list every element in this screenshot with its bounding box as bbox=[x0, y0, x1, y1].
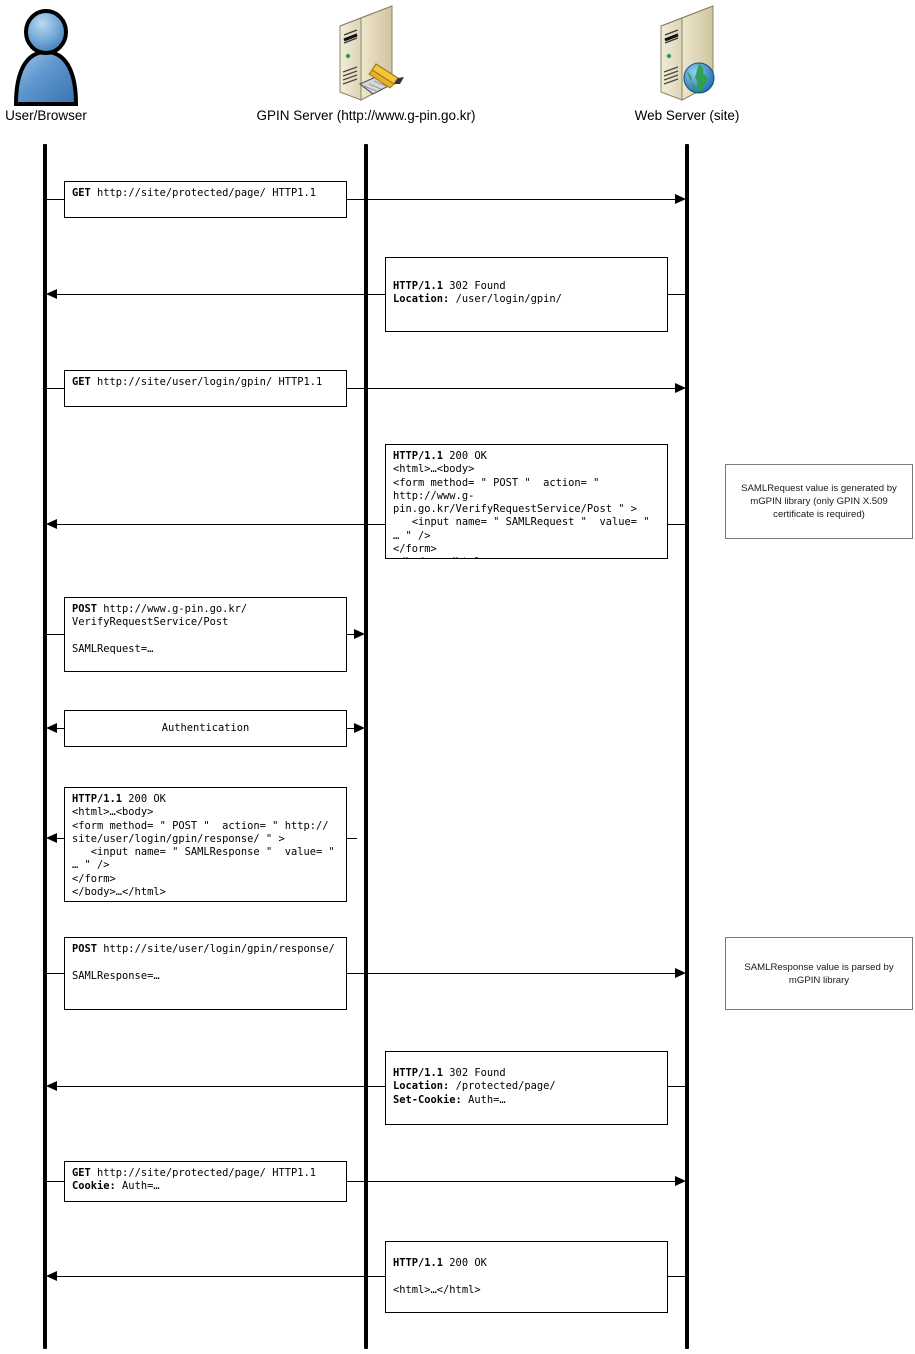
arrowhead-m5 bbox=[354, 629, 365, 639]
connector-m1 bbox=[45, 199, 676, 200]
message-text: HTTP/1.1 302 Found Location: /user/login… bbox=[393, 280, 562, 306]
server-pen-icon-svg bbox=[339, 5, 404, 101]
arrowhead-m7 bbox=[46, 833, 57, 843]
arrowhead-m11 bbox=[46, 1271, 57, 1281]
lifeline-user bbox=[43, 144, 47, 1349]
message-box-get-protected-page[interactable]: GET http://site/protected/page/ HTTP1.1 bbox=[64, 181, 347, 218]
actor-user: User/Browser bbox=[0, 8, 92, 124]
message-text: HTTP/1.1 302 Found Location: /protected/… bbox=[393, 1067, 556, 1106]
lifeline-web-server bbox=[685, 144, 689, 1349]
actor-gpin-server: GPIN Server (http://www.g-pin.go.kr) bbox=[240, 4, 492, 124]
user-icon bbox=[10, 8, 82, 108]
arrowhead-m6-right bbox=[354, 723, 365, 733]
note-text: SAMLResponse value is parsed by mGPIN li… bbox=[744, 961, 894, 986]
note-samlrequest-generation: SAMLRequest value is generated by mGPIN … bbox=[725, 464, 913, 539]
note-text: SAMLRequest value is generated by mGPIN … bbox=[741, 483, 897, 520]
message-text: HTTP/1.1 200 OK <html>…<body> <form meth… bbox=[393, 450, 656, 558]
message-text: Authentication bbox=[161, 721, 250, 734]
connector-m11 bbox=[55, 1276, 686, 1277]
arrowhead-m2 bbox=[46, 289, 57, 299]
message-text: GET http://site/user/login/gpin/ HTTP1.1 bbox=[72, 376, 323, 388]
actor-user-label: User/Browser bbox=[5, 108, 87, 123]
connector-m8 bbox=[45, 973, 676, 974]
connector-m10 bbox=[45, 1181, 676, 1182]
message-box-login-form-with-samlrequest[interactable]: HTTP/1.1 200 OK <html>…<body> <form meth… bbox=[385, 444, 668, 559]
message-box-redirect-to-gpin-login[interactable]: HTTP/1.1 302 Found Location: /user/login… bbox=[385, 257, 668, 332]
server-globe-icon-svg bbox=[660, 5, 715, 101]
message-box-get-protected-page-with-cookie[interactable]: GET http://site/protected/page/ HTTP1.1 … bbox=[64, 1161, 347, 1202]
connector-m4 bbox=[55, 524, 686, 525]
server-pen-icon bbox=[314, 4, 418, 108]
arrowhead-m3 bbox=[675, 383, 686, 393]
message-box-samlresponse-form-from-gpin[interactable]: HTTP/1.1 200 OK <html>…<body> <form meth… bbox=[64, 787, 347, 902]
message-box-authentication[interactable]: Authentication bbox=[64, 710, 347, 747]
connector-m2 bbox=[55, 294, 686, 295]
arrowhead-m6-left bbox=[46, 723, 57, 733]
lifeline-gpin-server bbox=[364, 144, 368, 1349]
message-box-post-samlresponse-to-site[interactable]: POST http://site/user/login/gpin/respons… bbox=[64, 937, 347, 1010]
user-icon-svg bbox=[13, 9, 79, 106]
arrowhead-m4 bbox=[46, 519, 57, 529]
message-box-post-samlrequest-to-gpin[interactable]: POST http://www.g-pin.go.kr/ VerifyReque… bbox=[64, 597, 347, 672]
message-text: GET http://site/protected/page/ HTTP1.1 bbox=[72, 187, 316, 199]
connector-m9 bbox=[55, 1086, 686, 1087]
actor-web-server-label: Web Server (site) bbox=[634, 108, 740, 123]
arrowhead-m9 bbox=[46, 1081, 57, 1091]
arrowhead-m10 bbox=[675, 1176, 686, 1186]
server-globe-icon bbox=[635, 4, 739, 108]
message-box-protected-page-response[interactable]: HTTP/1.1 200 OK <html>…</html> bbox=[385, 1241, 668, 1313]
arrowhead-m8 bbox=[675, 968, 686, 978]
message-text: HTTP/1.1 200 OK <html>…</html> bbox=[393, 1257, 487, 1296]
arrowhead-m1 bbox=[675, 194, 686, 204]
message-text: GET http://site/protected/page/ HTTP1.1 … bbox=[72, 1167, 316, 1193]
message-box-get-gpin-login[interactable]: GET http://site/user/login/gpin/ HTTP1.1 bbox=[64, 370, 347, 407]
message-text: POST http://www.g-pin.go.kr/ VerifyReque… bbox=[72, 603, 248, 655]
message-text: HTTP/1.1 200 OK <html>…<body> <form meth… bbox=[72, 793, 342, 899]
actor-web-server: Web Server (site) bbox=[585, 4, 789, 124]
actor-gpin-server-label: GPIN Server (http://www.g-pin.go.kr) bbox=[256, 108, 476, 123]
message-box-redirect-with-auth-cookie[interactable]: HTTP/1.1 302 Found Location: /protected/… bbox=[385, 1051, 668, 1125]
connector-m3 bbox=[45, 388, 676, 389]
message-text: POST http://site/user/login/gpin/respons… bbox=[72, 943, 335, 982]
note-samlresponse-parsing: SAMLResponse value is parsed by mGPIN li… bbox=[725, 937, 913, 1010]
